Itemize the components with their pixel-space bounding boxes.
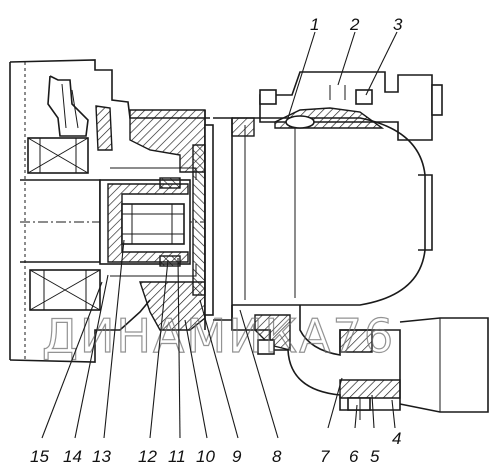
callout-1: 1	[310, 15, 319, 34]
callout-6: 6	[349, 447, 359, 466]
callout-5: 5	[370, 447, 380, 466]
left-housing	[9, 59, 210, 363]
callout-7: 7	[320, 447, 330, 466]
callout-3: 3	[393, 15, 403, 34]
callout-11: 11	[168, 447, 186, 466]
flange	[129, 109, 233, 331]
watermark: ДИНАМИКА76	[42, 309, 395, 363]
callout-4: 4	[392, 429, 401, 448]
bottom-elbow	[231, 305, 489, 420]
leader-lines	[41, 31, 398, 439]
callout-10: 10	[196, 447, 215, 466]
main-housing	[231, 117, 433, 306]
callout-12: 12	[138, 447, 157, 466]
top-bracket	[259, 71, 443, 141]
shaft-assembly	[20, 167, 205, 277]
callout-15: 15	[30, 447, 49, 466]
callout-13: 13	[92, 447, 111, 466]
callouts: 1 2 3 4 5 6 7 8 9 10 11 12 13 14 15	[30, 15, 403, 466]
callout-9: 9	[232, 447, 242, 466]
callout-2: 2	[349, 15, 360, 34]
callout-14: 14	[63, 447, 82, 466]
callout-8: 8	[272, 447, 282, 466]
